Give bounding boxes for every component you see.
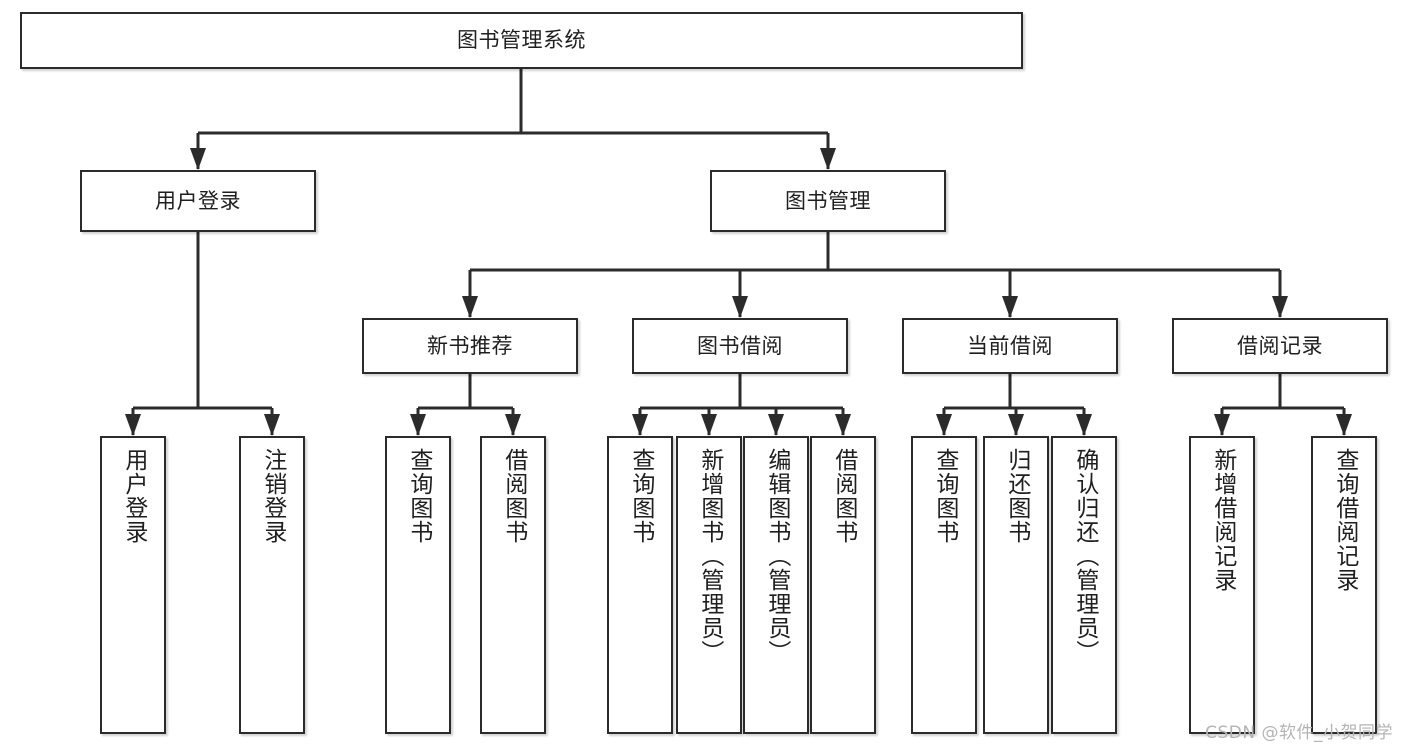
level2-node-0[interactable]: 用户登录 [80, 170, 316, 232]
level3-node-label: 图书借阅 [697, 333, 783, 358]
arrow-head-icon [820, 148, 836, 170]
leaf-node-7[interactable]: 借阅图书 [810, 436, 876, 734]
arrow-head-icon [1214, 414, 1230, 436]
leaf-node-label: 查询借阅记录 [1331, 448, 1358, 592]
arrow-head-icon [410, 414, 426, 436]
leaf-node-2[interactable]: 查询图书 [385, 436, 451, 734]
leaf-node-1[interactable]: 注销登录 [239, 436, 305, 734]
level3-node-2[interactable]: 当前借阅 [902, 318, 1118, 374]
leaf-node-label: 查询图书 [627, 448, 654, 544]
level3-node-label: 新书推荐 [427, 333, 513, 358]
leaf-node-6[interactable]: 编辑图书（管理员） [743, 436, 809, 734]
leaf-node-label: 借阅图书 [830, 448, 857, 544]
leaf-node-0[interactable]: 用户登录 [100, 436, 166, 734]
leaf-node-label: 新增借阅记录 [1209, 448, 1236, 592]
arrow-head-icon [768, 414, 784, 436]
leaf-node-label: 归还图书 [1003, 448, 1030, 544]
arrow-head-icon [1002, 296, 1018, 318]
leaf-node-11[interactable]: 新增借阅记录 [1189, 436, 1255, 734]
root-node-0[interactable]: 图书管理系统 [20, 12, 1023, 69]
leaf-node-label: 查询图书 [405, 448, 432, 544]
leaf-node-label: 用户登录 [120, 448, 147, 544]
level2-node-1[interactable]: 图书管理 [710, 170, 946, 232]
leaf-node-10[interactable]: 确认归还（管理员） [1051, 436, 1117, 734]
level3-node-label: 借阅记录 [1237, 333, 1323, 358]
leaf-node-label: 确认归还（管理员） [1071, 448, 1098, 664]
leaf-node-label: 新增图书（管理员） [696, 448, 723, 664]
arrow-head-icon [936, 414, 952, 436]
arrow-head-icon [190, 148, 206, 170]
root-node-label: 图书管理系统 [457, 28, 586, 53]
leaf-node-label: 编辑图书（管理员） [763, 448, 790, 664]
leaf-node-8[interactable]: 查询图书 [911, 436, 977, 734]
leaf-node-12[interactable]: 查询借阅记录 [1311, 436, 1377, 734]
leaf-node-label: 借阅图书 [500, 448, 527, 544]
leaf-node-9[interactable]: 归还图书 [983, 436, 1049, 734]
arrow-head-icon [505, 414, 521, 436]
level3-node-0[interactable]: 新书推荐 [362, 318, 578, 374]
arrow-head-icon [732, 296, 748, 318]
leaf-node-label: 查询图书 [931, 448, 958, 544]
arrow-head-icon [1008, 414, 1024, 436]
arrow-head-icon [462, 296, 478, 318]
arrow-head-icon [264, 414, 280, 436]
arrow-head-icon [632, 414, 648, 436]
leaf-node-3[interactable]: 借阅图书 [480, 436, 546, 734]
watermark: CSDN @软件_小贺同学 [1205, 723, 1393, 743]
arrow-head-icon [125, 414, 141, 436]
arrow-head-icon [1272, 296, 1288, 318]
level3-node-1[interactable]: 图书借阅 [632, 318, 848, 374]
arrow-head-icon [701, 414, 717, 436]
level3-node-3[interactable]: 借阅记录 [1172, 318, 1388, 374]
leaf-node-4[interactable]: 查询图书 [607, 436, 673, 734]
leaf-node-label: 注销登录 [259, 448, 286, 544]
leaf-node-5[interactable]: 新增图书（管理员） [676, 436, 742, 734]
level3-node-label: 当前借阅 [967, 333, 1053, 358]
level2-node-label: 图书管理 [785, 188, 871, 213]
arrow-head-icon [835, 414, 851, 436]
level2-node-label: 用户登录 [155, 188, 241, 213]
arrow-head-icon [1076, 414, 1092, 436]
arrow-head-icon [1336, 414, 1352, 436]
